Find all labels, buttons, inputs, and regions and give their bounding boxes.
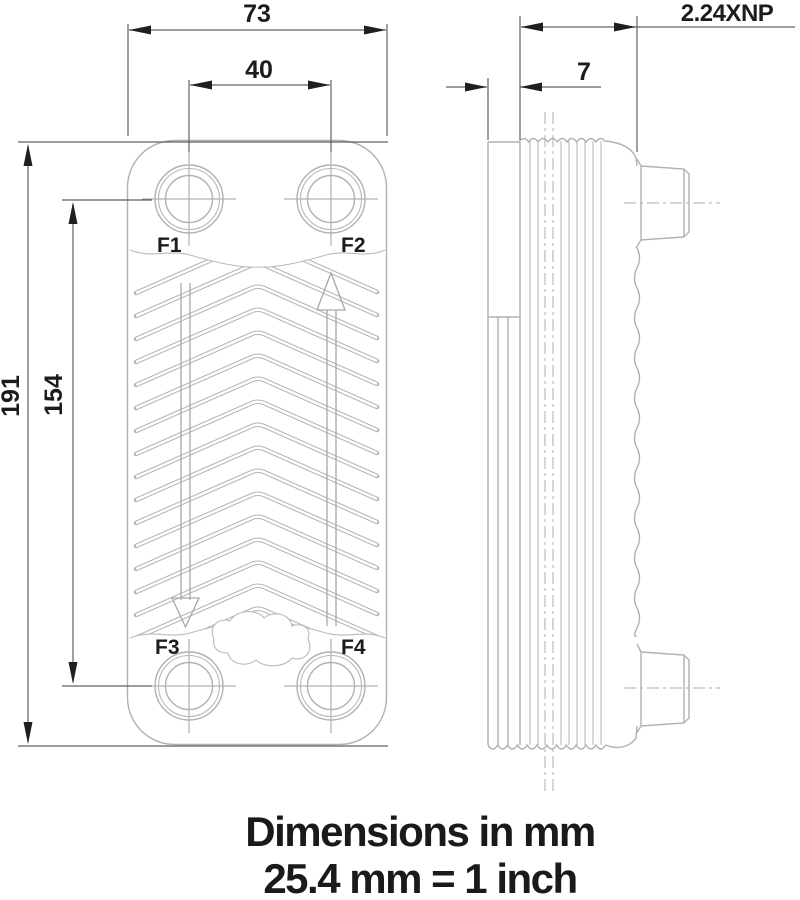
brazed-edge-wavy xyxy=(633,247,641,638)
flow-channel-up xyxy=(316,271,346,626)
port-f1 xyxy=(142,152,236,246)
port-f2 xyxy=(284,152,378,246)
dim-stack-label: 2.24XNP xyxy=(681,0,774,27)
bottom-center-island xyxy=(211,611,311,667)
dim-port-spacing-v-label: 154 xyxy=(40,374,68,416)
up-arrow-icon xyxy=(316,271,346,311)
port-label-f2: F2 xyxy=(341,234,366,257)
plate-outline xyxy=(126,139,388,746)
side-port-top xyxy=(624,158,720,249)
caption-line1: Dimensions in mm xyxy=(245,808,594,855)
down-arrow-icon xyxy=(170,597,201,629)
port-label-f3: F3 xyxy=(155,636,180,659)
side-dimensions: 2.24XNP 7 xyxy=(446,0,795,152)
port-f3 xyxy=(142,639,236,733)
dim-plate-label: 7 xyxy=(577,58,591,86)
port-f4 xyxy=(284,639,378,733)
port-label-f4: F4 xyxy=(341,636,366,659)
front-view: F1 F2 F3 F4 xyxy=(126,139,388,746)
flow-channel-down xyxy=(170,283,201,629)
dim-port-spacing-h-label: 40 xyxy=(245,56,273,84)
front-dimensions: 73 40 191 154 xyxy=(0,0,388,747)
centerlines xyxy=(544,112,554,793)
chevron-pattern xyxy=(133,250,380,638)
port-label-f1: F1 xyxy=(157,234,182,257)
side-view xyxy=(487,112,720,793)
side-port-bottom xyxy=(624,643,720,735)
dim-width-label: 73 xyxy=(243,0,271,28)
top-garland-contour xyxy=(129,249,386,268)
caption-line2: 25.4 mm = 1 inch xyxy=(263,855,576,900)
dim-height-label: 191 xyxy=(0,375,25,417)
